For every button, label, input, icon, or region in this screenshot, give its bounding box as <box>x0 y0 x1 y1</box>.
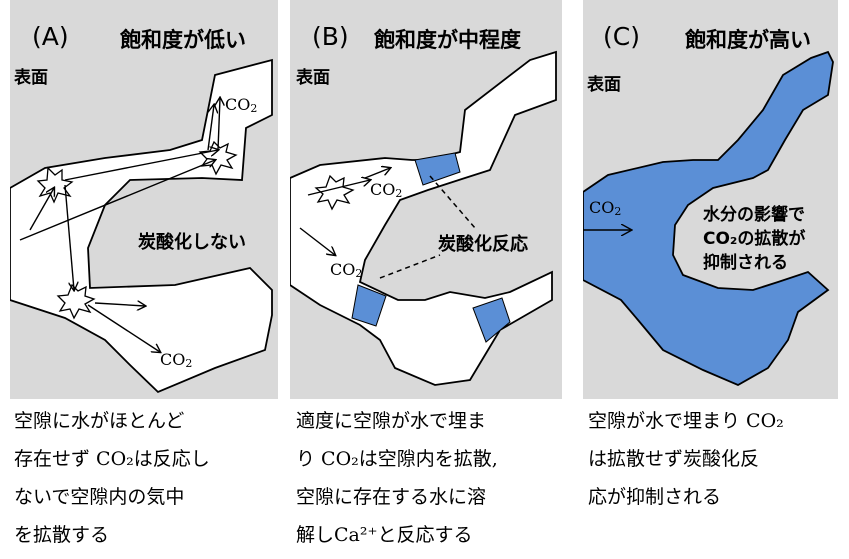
caption-c: 空隙が水で埋まり CO₂ は拡散せず炭酸化反 応が抑制される <box>588 402 784 516</box>
pore-diagram-b <box>290 50 557 386</box>
caption-line: 適度に空隙が水で埋ま <box>296 410 487 432</box>
co2-label: CO2 <box>160 350 193 370</box>
caption-line: 空隙に水がほとんど <box>14 410 185 432</box>
center-label: 炭酸化反応 <box>438 234 528 255</box>
caption-line: は拡散せず炭酸化反 <box>588 448 760 470</box>
caption-a: 空隙に水がほとんど 存在せず CO₂は反応し ないで空隙内の気中 を拡散する <box>14 402 210 554</box>
water-film <box>472 297 511 343</box>
reaction-burst <box>56 283 96 320</box>
reaction-burst <box>198 140 238 176</box>
pore-diagram-c <box>583 50 834 387</box>
water-filled-pore <box>583 50 834 387</box>
reaction-burst <box>314 174 355 211</box>
caption-line: を拡散する <box>14 524 110 546</box>
caption-line: 応が抑制される <box>588 486 722 508</box>
caption-line: り CO₂は空隙内を拡散, <box>296 448 498 470</box>
caption-line: 存在せず CO₂は反応し <box>14 448 210 470</box>
center-line: 水分の影響で <box>703 205 805 225</box>
diffusion-arrows <box>19 98 220 352</box>
caption-line: 空隙に存在する水に溶 <box>296 486 487 508</box>
co2-label: CO2 <box>589 198 622 218</box>
pore-space <box>290 50 557 386</box>
surface-label: 表面 <box>14 68 48 88</box>
diffusion-arrows <box>299 168 390 255</box>
panel-letter: (C) <box>603 22 640 51</box>
panel-title: 飽和度が低い <box>120 28 246 52</box>
panel-a: (A) 飽和度が低い 表面 CO2 CO2 炭酸化しない <box>10 0 278 399</box>
panel-c: (C) 飽和度が高い 表面 CO2 水分の影響で CO₂の拡散が 抑制される <box>583 0 838 399</box>
center-label: 炭酸化しない <box>138 232 246 253</box>
caption-line: 解しCa²⁺と反応する <box>296 524 473 546</box>
co2-label: CO2 <box>370 180 403 200</box>
co2-label: CO2 <box>330 260 363 280</box>
caption-b: 適度に空隙が水で埋ま り CO₂は空隙内を拡散, 空隙に存在する水に溶 解しCa… <box>296 402 498 554</box>
panel-title: 飽和度が中程度 <box>374 28 521 52</box>
panel-b: (B) 飽和度が中程度 表面 CO2 CO2 炭酸化反応 <box>290 0 562 399</box>
center-line: 抑制される <box>703 253 788 273</box>
caption-line: ないで空隙内の気中 <box>14 486 185 508</box>
center-label: 水分の影響で CO₂の拡散が 抑制される <box>703 203 805 275</box>
center-line: CO₂の拡散が <box>703 229 806 249</box>
reaction-leader-lines <box>379 175 476 279</box>
surface-label: 表面 <box>587 75 621 95</box>
caption-line: 空隙が水で埋まり CO₂ <box>588 410 784 432</box>
panel-title: 飽和度が高い <box>685 28 811 52</box>
panel-letter: (B) <box>312 22 349 51</box>
panel-letter: (A) <box>32 22 69 51</box>
co2-label: CO2 <box>225 95 258 115</box>
water-film <box>351 284 387 327</box>
pore-diagram-a <box>10 58 273 394</box>
water-film <box>414 152 461 186</box>
surface-label: 表面 <box>296 68 330 88</box>
